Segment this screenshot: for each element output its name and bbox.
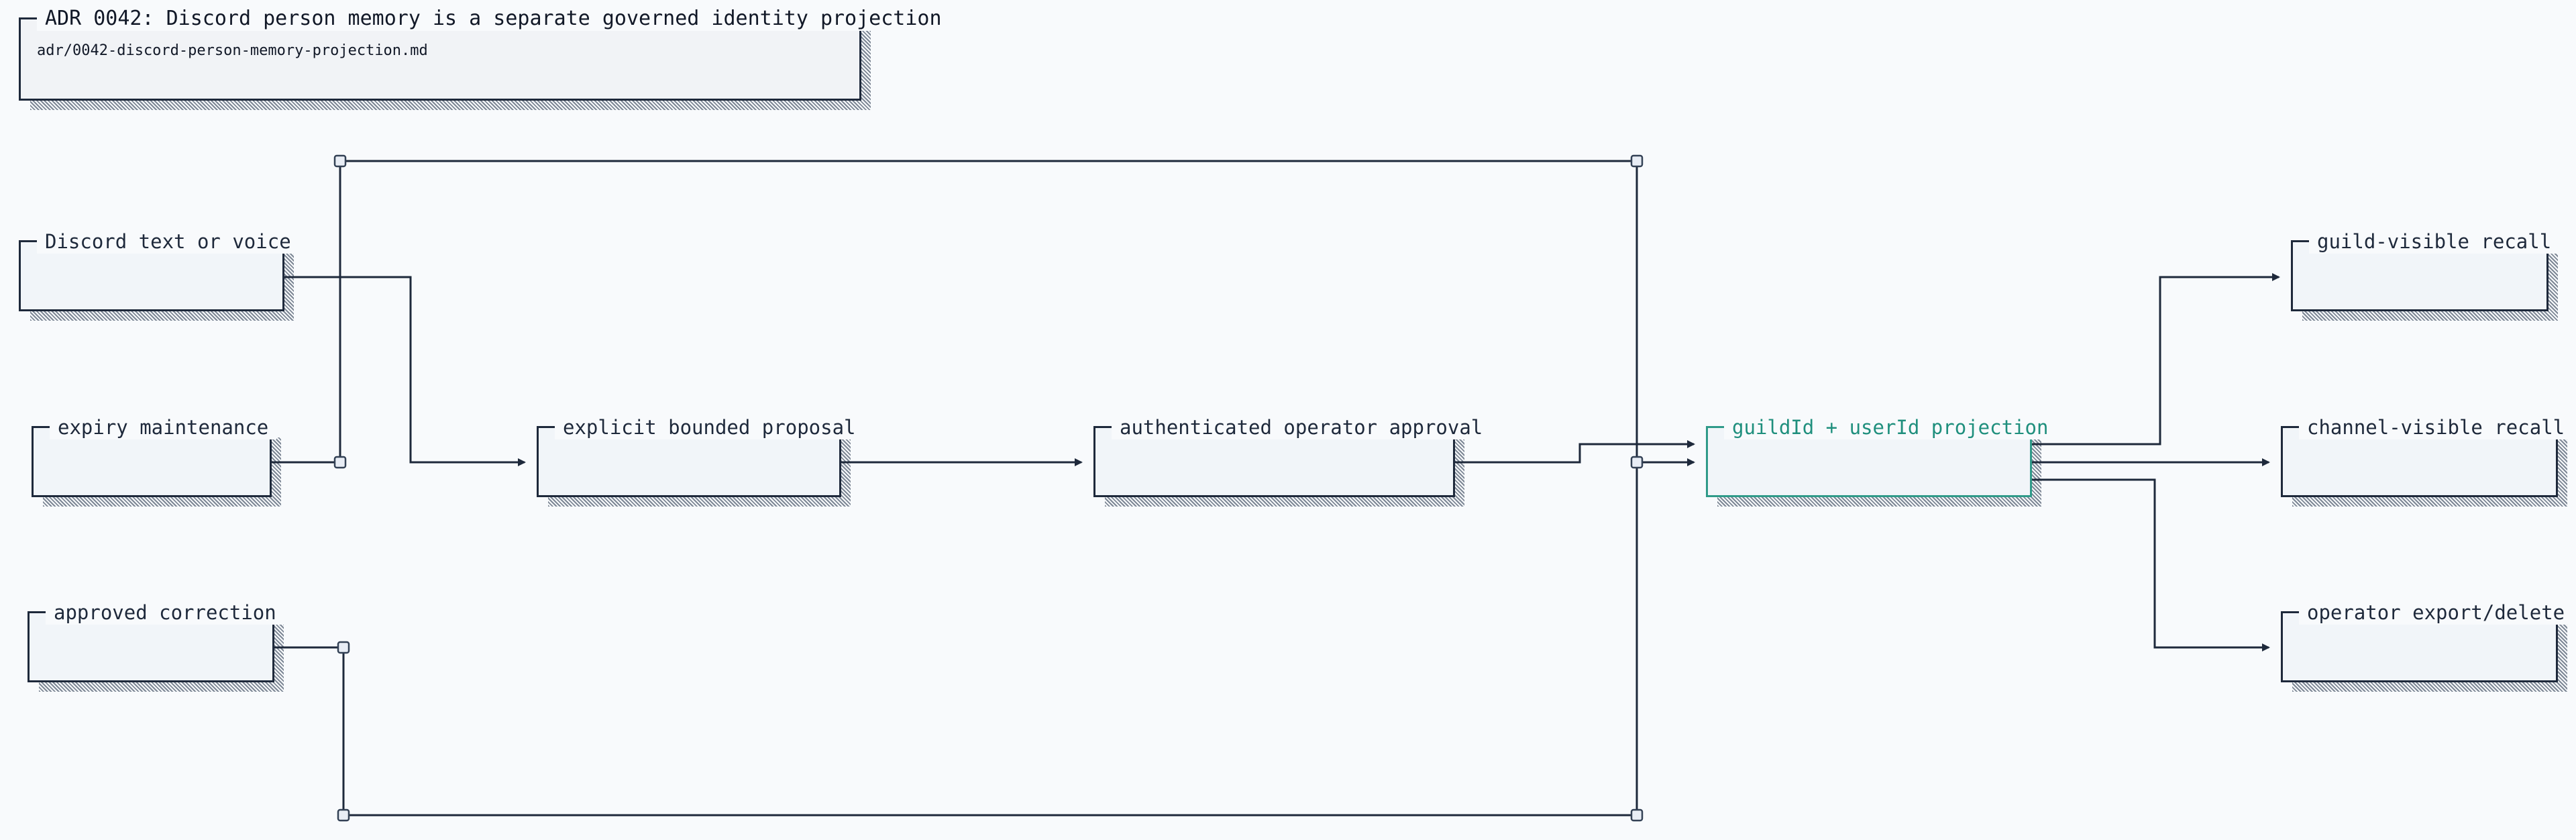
node-approved-correction[interactable]: approved correction — [28, 600, 284, 692]
junction-handle[interactable] — [1630, 456, 1644, 469]
junction-handle[interactable] — [333, 456, 347, 469]
node-label: Discord text or voice — [37, 229, 299, 254]
node-label: operator export/delete — [2299, 600, 2573, 625]
junction-handle[interactable] — [337, 808, 350, 822]
node-label: expiry maintenance — [50, 415, 277, 439]
node-label: guildId + userId projection — [1724, 415, 2057, 439]
node-label: authenticated operator approval — [1112, 415, 1491, 439]
expiry-feedback-line — [270, 161, 341, 464]
node-identity-projection[interactable]: guildId + userId projection — [1706, 415, 2057, 507]
adr-header-box: ADR 0042: Discord person memory is a sep… — [19, 7, 950, 110]
adr-file-path: adr/0042-discord-person-memory-projectio… — [37, 42, 428, 59]
node-channel-recall[interactable]: channel-visible recall — [2281, 415, 2573, 507]
junction-handle[interactable] — [333, 154, 347, 168]
node-label: channel-visible recall — [2299, 415, 2573, 439]
node-label: guild-visible recall — [2309, 229, 2560, 254]
edge-projection-to-export — [2031, 478, 2270, 651]
node-operator-approval[interactable]: authenticated operator approval — [1093, 415, 1491, 507]
node-bounded-proposal[interactable]: explicit bounded proposal — [537, 415, 864, 507]
adr-title: ADR 0042: Discord person memory is a sep… — [37, 7, 950, 31]
edge-input-to-proposal — [283, 276, 526, 466]
node-guild-recall[interactable]: guild-visible recall — [2291, 229, 2560, 321]
edge-approval-to-projection — [1454, 440, 1695, 464]
node-label: approved correction — [46, 600, 284, 625]
junction-handle[interactable] — [337, 641, 350, 654]
node-label: explicit bounded proposal — [555, 415, 864, 439]
node-discord-input[interactable]: Discord text or voice — [19, 229, 299, 321]
junction-handle[interactable] — [1630, 154, 1644, 168]
node-operator-export[interactable]: operator export/delete — [2281, 600, 2573, 692]
node-expiry-maintenance[interactable]: expiry maintenance — [32, 415, 281, 507]
edge-projection-to-guild-recall — [2031, 273, 2280, 445]
correction-feedback-line — [273, 646, 345, 815]
junction-handle[interactable] — [1630, 808, 1644, 822]
